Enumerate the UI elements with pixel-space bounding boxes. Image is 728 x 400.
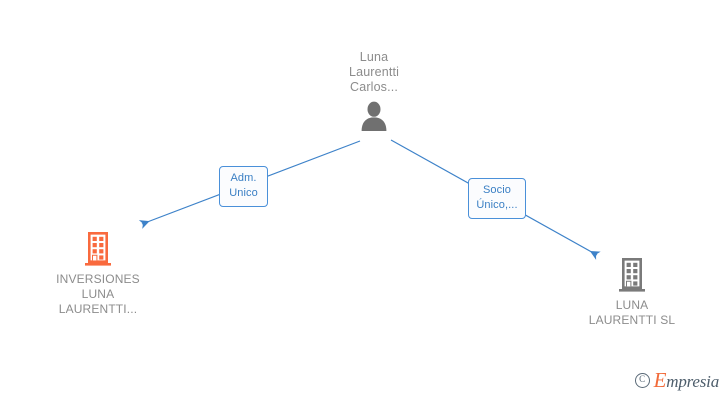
- edge-label-socio-unico[interactable]: Socio Único,...: [468, 178, 526, 219]
- node-person-label: Luna Laurentti Carlos...: [349, 50, 399, 94]
- node-company-inversiones-luna-laurentti[interactable]: INVERSIONES LUNA LAURENTTI...: [18, 231, 178, 317]
- node-company-right-label: LUNA LAURENTTI SL: [588, 298, 676, 327]
- empresia-watermark: C Empresia: [634, 368, 720, 393]
- empresia-logo-text: Empresia: [653, 368, 720, 393]
- copyright-icon: C: [634, 373, 650, 388]
- node-company-left-label: INVERSIONES LUNA LAURENTTI...: [56, 272, 140, 316]
- person-icon: [361, 101, 387, 131]
- empresia-logo-rest: mpresia: [666, 372, 719, 391]
- node-company-luna-laurentti-sl[interactable]: LUNA LAURENTTI SL: [552, 257, 712, 328]
- node-person-luna-laurentti-carlos[interactable]: Luna Laurentti Carlos...: [294, 50, 454, 131]
- edge-label-adm-unico[interactable]: Adm. Unico: [219, 166, 268, 207]
- building-icon: [619, 258, 645, 292]
- building-icon: [85, 232, 111, 266]
- empresia-logo-initial: E: [653, 368, 667, 392]
